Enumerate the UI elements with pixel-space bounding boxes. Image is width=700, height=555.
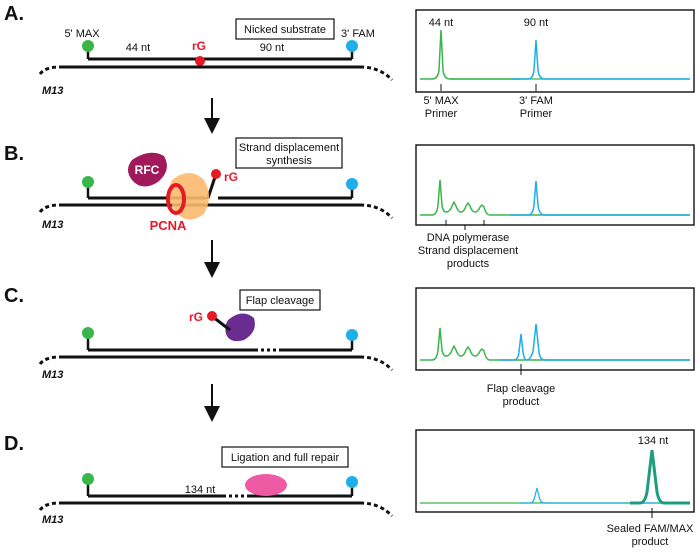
fam-fluorophore-dot [346, 329, 358, 341]
trace-blue-d [520, 487, 690, 504]
ligase-shape [245, 474, 287, 496]
panel-b-letter: B. [4, 143, 24, 165]
fen1-shape [225, 313, 255, 342]
ligation-label: Ligation and full repair [231, 452, 340, 464]
annot-fam-primer-1: 3' FAM [519, 95, 553, 107]
ribonucleotide-dot [195, 56, 205, 66]
trace-green-c [420, 327, 690, 361]
annot-strand-displacement: Strand displacement [418, 245, 518, 257]
max-fluorophore-dot [82, 473, 94, 485]
fam-fluorophore-dot [346, 178, 358, 190]
panel-d: D. Ligation and full repair 134 nt M13 1… [4, 429, 695, 548]
panel-a-letter: A. [4, 3, 24, 25]
length-90nt-label: 90 nt [260, 42, 284, 54]
panel-b: B. Strand displacement synthesis rG M13 … [4, 137, 695, 270]
peak-134nt-label: 134 nt [638, 435, 669, 447]
rg-label-c: rG [189, 310, 203, 324]
strand-displacement-label-1: Strand displacement [239, 142, 339, 154]
fam-fluorophore-dot [346, 476, 358, 488]
peak-44nt-label: 44 nt [429, 17, 453, 29]
annot-max-primer-2: Primer [425, 108, 458, 120]
strand-displacement-label-2: synthesis [266, 155, 312, 167]
trace-blue-b [510, 180, 690, 216]
ligation-box [221, 446, 349, 468]
ribonucleotide-dot [207, 311, 217, 321]
flap-cleavage-box [239, 289, 321, 311]
trace-blue-c [500, 323, 690, 361]
panel-d-letter: D. [4, 433, 24, 455]
panel-c: C. Flap cleavage rG M13 Flap cleavage pr… [4, 285, 695, 408]
trace-sealed-d [630, 449, 690, 505]
annot-max-primer-1: 5' MAX [423, 95, 459, 107]
trace-box-c [415, 287, 695, 371]
annot-flap-cleavage: Flap cleavage [487, 383, 556, 395]
annot-sealed: Sealed FAM/MAX [607, 523, 694, 535]
peak-90nt-label: 90 nt [524, 17, 548, 29]
annot-products: products [447, 258, 490, 270]
nicked-substrate-label: Nicked substrate [244, 24, 326, 36]
panel-c-letter: C. [4, 285, 24, 307]
rfc-shape [128, 152, 167, 187]
rfc-label: RFC [135, 163, 160, 177]
nicked-substrate-box [235, 18, 335, 40]
flap-cleavage-label: Flap cleavage [246, 295, 315, 307]
max-fluorophore-dot [82, 327, 94, 339]
rg-label: rG [192, 39, 206, 53]
strand-displacement-box [235, 137, 343, 169]
m13-label: M13 [42, 369, 63, 381]
trace-green-a [420, 29, 520, 80]
template-dash-left [38, 65, 61, 75]
max-fluorophore-dot [82, 40, 94, 52]
trace-green-b [420, 179, 690, 216]
m13-label: M13 [42, 219, 63, 231]
trace-blue-a [512, 39, 690, 80]
m13-label: M13 [42, 85, 63, 97]
five-prime-max-label: 5' MAX [64, 28, 100, 40]
panel-a: A. Nicked substrate 5' MAX 3' FAM 44 nt … [4, 3, 695, 120]
annot-sealed-product: product [632, 536, 669, 548]
annot-flap-product: product [503, 396, 540, 408]
max-fluorophore-dot [82, 176, 94, 188]
length-134nt-label: 134 nt [185, 484, 216, 496]
trace-box-d [415, 429, 695, 513]
rg-label-b: rG [224, 170, 238, 184]
pcna-ring [166, 183, 186, 215]
annot-dna-polymerase: DNA polymerase [427, 232, 510, 244]
m13-label: M13 [42, 514, 63, 526]
pcna-label: PCNA [150, 218, 187, 233]
trace-box-b [415, 144, 695, 226]
three-prime-fam-label: 3' FAM [341, 28, 375, 40]
fam-fluorophore-dot [346, 40, 358, 52]
ribonucleotide-dot [211, 169, 221, 179]
annot-fam-primer-2: Primer [520, 108, 553, 120]
length-44nt-label: 44 nt [126, 42, 150, 54]
template-dash-right [359, 65, 394, 82]
